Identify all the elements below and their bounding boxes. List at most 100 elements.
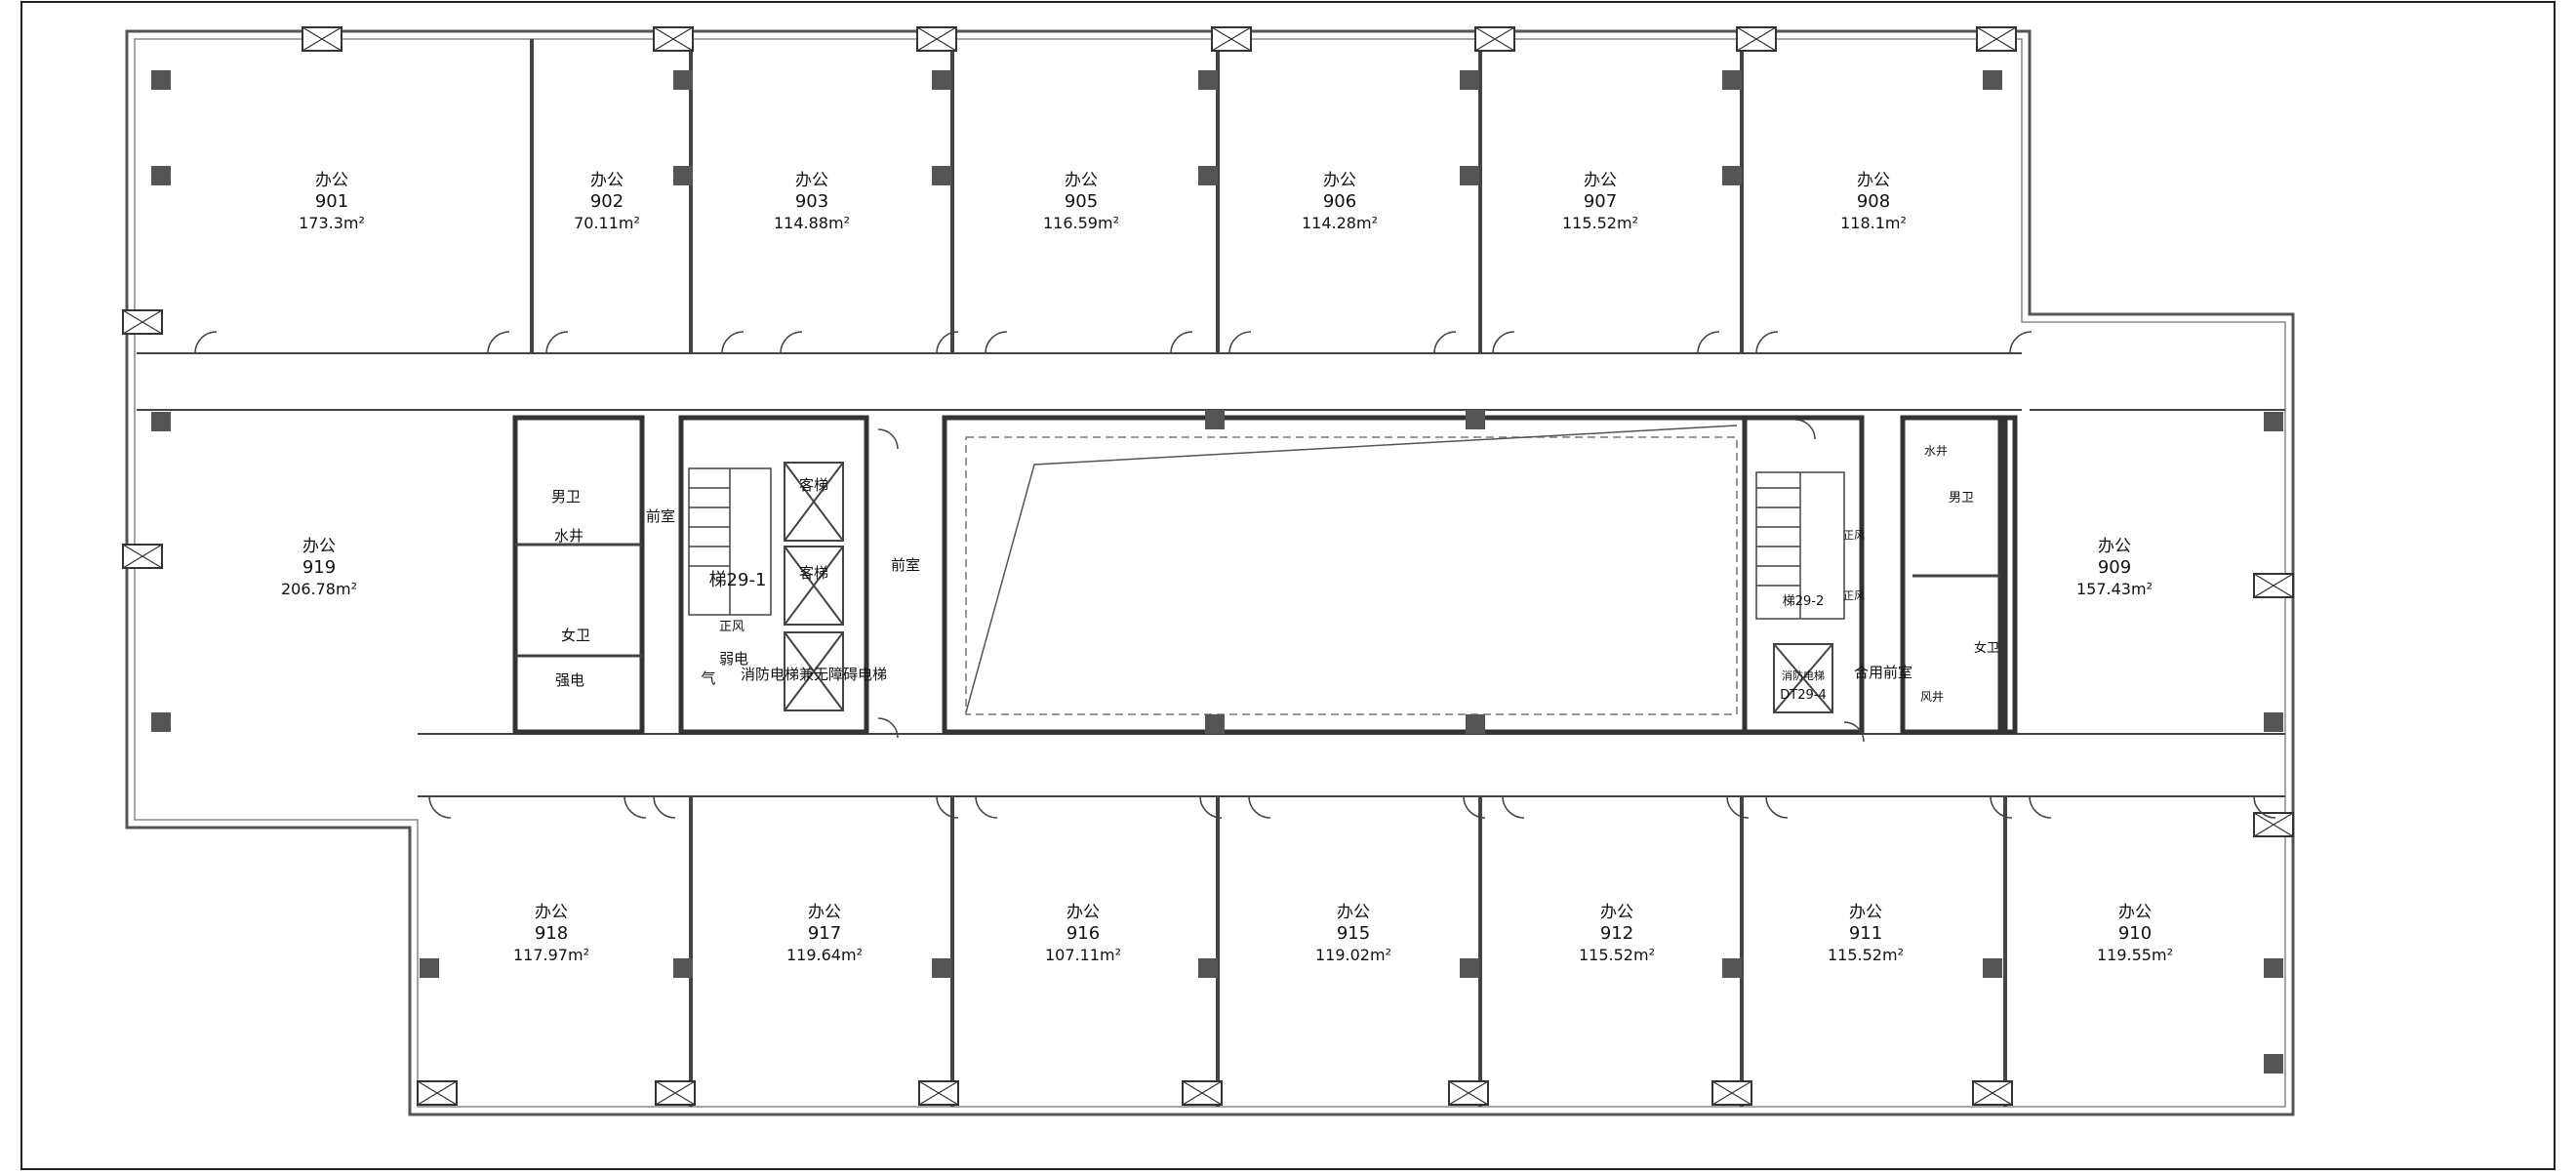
column (1198, 70, 1218, 90)
room-area: 115.52m² (1562, 214, 1638, 232)
room-number: 915 (1337, 923, 1370, 944)
room-area: 117.97m² (513, 946, 589, 964)
room-area: 70.11m² (574, 214, 640, 232)
column (1460, 70, 1479, 90)
door-swing (877, 428, 899, 450)
column (1466, 410, 1485, 429)
column (151, 70, 171, 90)
column (1205, 410, 1225, 429)
label-stair-right: 梯29-2 (1783, 594, 1825, 609)
column (1722, 70, 1742, 90)
room-number: 909 (2098, 557, 2131, 578)
room-area: 119.64m² (786, 946, 863, 964)
window-unit (655, 1080, 696, 1106)
column (1205, 714, 1225, 734)
room-number: 907 (1584, 191, 1617, 212)
door-swing (1697, 331, 1720, 354)
door-swing (653, 795, 676, 819)
label-stair-left: 梯29-1 (709, 570, 767, 590)
door-swing (1990, 795, 2013, 819)
column (2264, 412, 2283, 431)
door-swing (1170, 331, 1193, 354)
column (932, 166, 951, 185)
room-area: 173.3m² (299, 214, 365, 232)
door-swing (2029, 795, 2052, 819)
door-swing (985, 331, 1008, 354)
door-swing (1492, 331, 1515, 354)
door-swing (1199, 795, 1223, 819)
door-swing (487, 331, 510, 354)
window-unit (1972, 1080, 2013, 1106)
room-area: 107.11m² (1045, 946, 1121, 964)
room-use-label: 办公 (1584, 171, 1617, 190)
door-swing (1463, 795, 1486, 819)
column (1460, 166, 1479, 185)
label-fire-lift-small: 消防电梯 (1782, 669, 1825, 682)
label-shared-lobby: 合用前室 (1854, 664, 1912, 681)
room-use-label: 办公 (2118, 903, 2152, 922)
sheet-frame (20, 1, 2556, 1170)
room-use-label: 办公 (535, 903, 568, 922)
label-dt-code: DT29-4 (1780, 688, 1826, 703)
room-area: 157.43m² (2076, 580, 2153, 598)
label-lobby-center: 前室 (891, 556, 920, 574)
door-swings (194, 331, 2276, 819)
room-use-label: 办公 (1323, 171, 1356, 190)
window-unit (1211, 26, 1252, 52)
column (1198, 958, 1218, 978)
label-lobby-left: 前室 (646, 507, 675, 525)
room-use-label: 办公 (590, 171, 624, 190)
room-number: 901 (315, 191, 348, 212)
room-area: 115.52m² (1828, 946, 1904, 964)
column (673, 958, 693, 978)
room-area: 114.28m² (1302, 214, 1378, 232)
window-units (122, 26, 2294, 1106)
label-wind-shaft-a: 正风 (719, 620, 745, 634)
room-number: 910 (2118, 923, 2152, 944)
label-weak-power: 弱电 (719, 650, 748, 668)
door-swing (2009, 331, 2033, 354)
door-swing (1248, 795, 1271, 819)
window-unit (122, 309, 163, 335)
column (2264, 1054, 2283, 1074)
window-unit (1448, 1080, 1489, 1106)
room-use-label: 办公 (1067, 903, 1100, 922)
room-use-label: 办公 (795, 171, 828, 190)
window-unit (302, 26, 342, 52)
door-swing (2253, 795, 2276, 819)
room-use-label: 办公 (2098, 537, 2131, 556)
column (420, 958, 439, 978)
room-use-label: 办公 (1065, 171, 1098, 190)
column (673, 166, 693, 185)
building-outline (125, 29, 2295, 1116)
door-swing (975, 795, 998, 819)
room-area: 119.02m² (1315, 946, 1391, 964)
room-use-label: 办公 (1857, 171, 1890, 190)
room-number: 902 (590, 191, 624, 212)
column (151, 166, 171, 185)
label-passenger-lift-2: 客梯 (799, 564, 828, 582)
window-unit (1474, 26, 1515, 52)
room-number: 908 (1857, 191, 1890, 212)
core-labels: 男卫 水井 女卫 强电 前室 梯29-1 客梯 客梯 消防电梯兼无障碍电梯 弱电… (551, 444, 1999, 704)
room-number: 911 (1849, 923, 1882, 944)
window-unit (1976, 26, 2017, 52)
door-swing (780, 331, 803, 354)
column (2264, 958, 2283, 978)
elevator-shafts (784, 462, 1833, 713)
window-unit (417, 1080, 458, 1106)
top-partitions (530, 39, 1744, 353)
label-shaft-right: 水井 (1924, 444, 1948, 458)
column (1198, 166, 1218, 185)
door-swing (936, 795, 959, 819)
column (673, 70, 693, 90)
column (1983, 958, 2002, 978)
stairs (688, 467, 1845, 620)
label-zf-1: 正风 (1843, 529, 1865, 542)
column (151, 412, 171, 431)
column (151, 712, 171, 732)
label-womens-wc-right: 女卫 (1974, 640, 1999, 656)
room-number: 918 (535, 923, 568, 944)
